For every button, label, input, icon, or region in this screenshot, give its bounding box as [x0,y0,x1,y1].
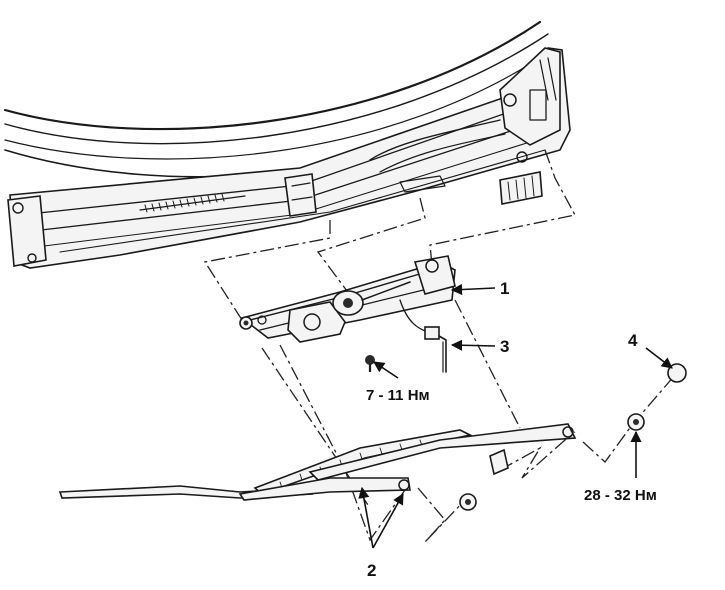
callout-1: 1 [500,279,509,298]
torque-label-arm-nut: 28 - 32 Нм [584,487,657,504]
wiper-linkage [239,255,456,343]
callout-4: 4 [628,331,638,350]
leader-lines [358,283,673,549]
arm-nut-right [627,413,645,431]
arm-cap-left [489,448,509,476]
arm-nut-left [459,493,477,511]
wiper-arm-blade-short [58,477,411,501]
torque-label-linkage: 7 - 11 Нм [366,387,430,404]
callout-2: 2 [367,561,376,580]
cowl-panel [3,20,571,269]
mounting-bolt [365,355,375,372]
wiring-connector [424,326,447,373]
callout-3: 3 [500,337,509,356]
